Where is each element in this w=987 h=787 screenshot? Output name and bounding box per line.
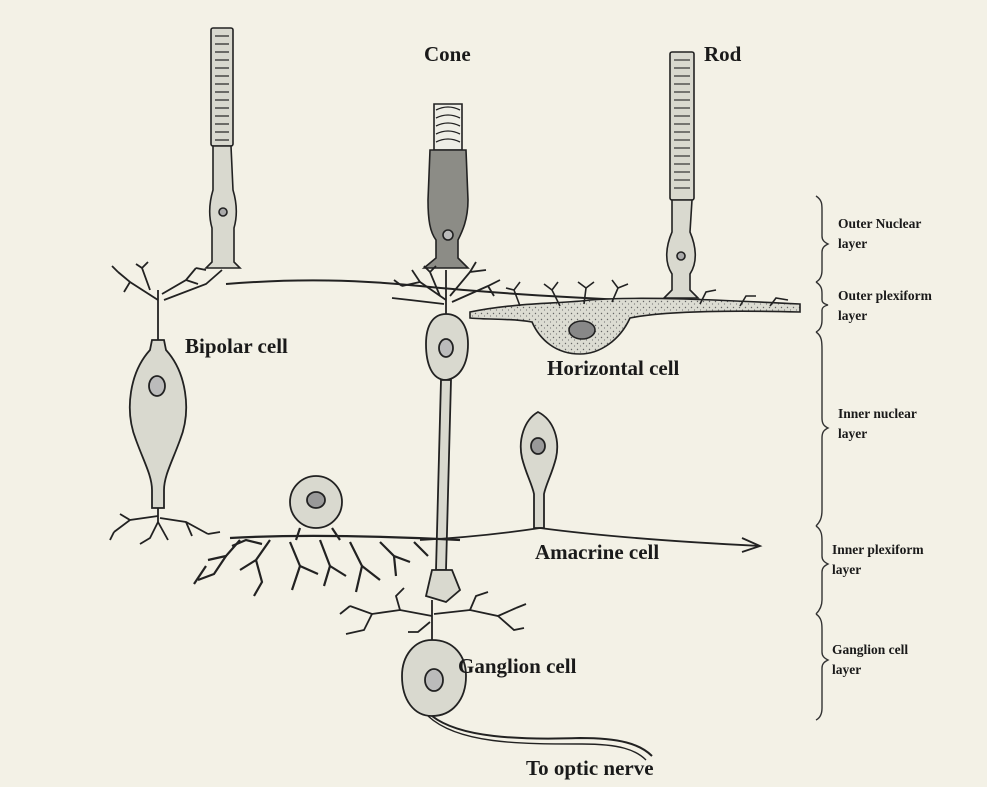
left-rod-photoreceptor	[206, 28, 240, 268]
layer-label-line: layer	[832, 560, 924, 580]
layer-label-line: Inner plexiform	[832, 540, 924, 560]
horizontal-cell	[470, 280, 800, 354]
bipolar-cell-left	[110, 262, 222, 544]
horizontal-cell-label: Horizontal cell	[547, 356, 679, 381]
layer-label-outer-plexiform: Outer plexiform layer	[838, 286, 932, 326]
layer-label-line: layer	[838, 306, 932, 326]
layer-label-ganglion: Ganglion cell layer	[832, 640, 908, 680]
cone-photoreceptor	[424, 104, 468, 268]
layer-label-line: Outer Nuclear	[838, 214, 921, 234]
optic-nerve-label: To optic nerve	[526, 756, 654, 781]
amacrine-cell-right	[420, 412, 760, 552]
layer-label-inner-nuclear: Inner nuclear layer	[838, 404, 917, 444]
bracket-outer-nuclear	[816, 196, 828, 282]
cone-label: Cone	[424, 42, 471, 67]
rod-label: Rod	[704, 42, 741, 67]
layer-label-line: layer	[838, 234, 921, 254]
amacrine-cell-label: Amacrine cell	[535, 540, 659, 565]
layer-label-line: layer	[838, 424, 917, 444]
layer-label-line: Inner nuclear	[838, 404, 917, 424]
bracket-inner-plexiform	[816, 526, 828, 614]
bracket-inner-nuclear	[816, 332, 828, 526]
layer-brackets	[816, 196, 828, 720]
ganglion-cell-label: Ganglion cell	[458, 654, 576, 679]
layer-label-outer-nuclear: Outer Nuclear layer	[838, 214, 921, 254]
layer-label-line: layer	[832, 660, 908, 680]
bipolar-cell-label: Bipolar cell	[185, 334, 288, 359]
layer-label-line: Ganglion cell	[832, 640, 908, 660]
bracket-outer-plexiform	[816, 282, 828, 332]
layer-label-line: Outer plexiform	[838, 286, 932, 306]
layer-label-inner-plexiform: Inner plexiform layer	[832, 540, 924, 580]
amacrine-cell-left	[194, 476, 460, 596]
rod-photoreceptor	[664, 52, 698, 298]
bracket-ganglion	[816, 614, 828, 720]
